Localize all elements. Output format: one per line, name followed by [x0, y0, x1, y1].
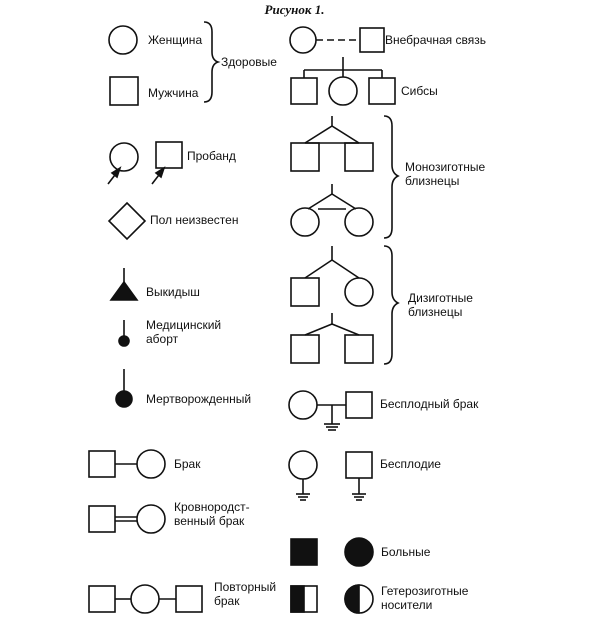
label-repeated-marriage: Повторный брак — [214, 580, 277, 608]
dizygotic-brace — [383, 245, 400, 365]
label-female: Женщина — [148, 33, 203, 47]
di-branch-2b — [331, 323, 360, 336]
repeated-male-1 — [88, 585, 116, 613]
di-branch-1a — [304, 259, 333, 279]
male-symbol — [109, 76, 139, 106]
label-stillborn: Мертворожденный — [146, 392, 252, 406]
abortion-dot — [118, 335, 130, 347]
di-twin-male-1 — [290, 277, 320, 307]
infertility-male — [345, 451, 373, 479]
extramarital-female — [289, 26, 317, 54]
label-siblings: Сибсы — [401, 84, 438, 98]
label-sex-unknown: Пол неизвестен — [150, 213, 239, 227]
label-proband: Пробанд — [187, 149, 236, 163]
label-healthy: Здоровые — [221, 55, 277, 69]
label-monozygotic: Монозиготные близнецы — [405, 160, 486, 188]
mono-twin-male-1 — [290, 142, 320, 172]
healthy-brace — [203, 21, 221, 103]
mono-twin-male-2 — [344, 142, 374, 172]
extramarital-male — [359, 27, 385, 53]
marriage-female — [136, 449, 166, 479]
repeated-male-2 — [175, 585, 203, 613]
stillborn-dot — [115, 390, 133, 408]
di-twin-male-2 — [290, 334, 320, 364]
mono-branch-2a — [307, 193, 333, 210]
sex-unknown-diamond — [107, 201, 147, 241]
miscarriage-triangle — [109, 280, 139, 301]
infertility-female — [288, 450, 318, 480]
label-carriers: Гетерозиготные носители — [381, 584, 469, 612]
proband-arrowhead-2 — [154, 166, 166, 179]
consanguineous-male — [88, 505, 116, 533]
carrier-female-fill — [344, 584, 360, 614]
label-affected: Больные — [381, 545, 431, 559]
female-symbol — [108, 25, 138, 55]
label-infertile-marriage: Бесплодный брак — [380, 397, 479, 411]
consanguineous-female — [136, 504, 166, 534]
mono-branch-2b — [331, 193, 357, 210]
affected-male — [290, 538, 318, 566]
label-miscarriage: Выкидыш — [146, 285, 200, 299]
marriage-male — [88, 450, 116, 478]
mono-branch-1b — [331, 125, 360, 144]
carrier-male-fill — [290, 585, 305, 613]
sibling-male-2 — [368, 77, 396, 105]
di-twin-male-3 — [344, 334, 374, 364]
proband-male — [155, 141, 183, 169]
mono-twin-female-1 — [290, 207, 320, 237]
infertile-marriage-female — [288, 390, 318, 420]
infertile-marriage-male — [345, 391, 373, 419]
sibling-male-1 — [290, 77, 318, 105]
label-marriage: Брак — [174, 457, 201, 471]
label-male: Мужчина — [148, 86, 199, 100]
label-consanguineous: Кровнородст- венный брак — [174, 500, 250, 528]
mono-twin-female-2 — [344, 207, 374, 237]
monozygotic-brace — [383, 115, 400, 239]
proband-arrowhead-1 — [110, 166, 122, 179]
mono-branch-1a — [304, 125, 333, 144]
sibling-female — [328, 76, 358, 106]
figure-title: Рисунок 1. — [264, 2, 325, 17]
label-medical-abortion: Медицинский аборт — [146, 318, 222, 346]
label-infertility: Бесплодие — [380, 457, 441, 471]
di-twin-female-1 — [344, 277, 374, 307]
di-branch-1b — [331, 259, 360, 279]
repeated-female — [130, 584, 160, 614]
label-dizygotic: Дизиготные близнецы — [408, 291, 473, 319]
label-extramarital: Внебрачная связь — [385, 33, 487, 47]
proband-female — [109, 142, 139, 172]
affected-female — [344, 537, 374, 567]
di-branch-2a — [304, 323, 333, 336]
